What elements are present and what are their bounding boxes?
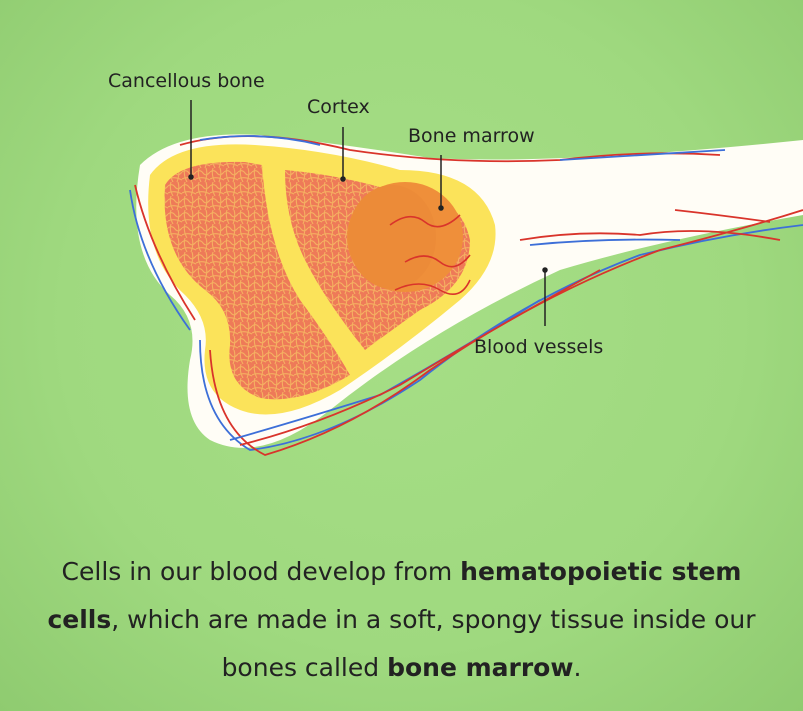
label-bone-marrow: Bone marrow xyxy=(408,125,535,147)
blood-vessels xyxy=(129,135,803,456)
label-cancellous-bone: Cancellous bone xyxy=(108,70,265,92)
caption-text: Cells in our blood develop from xyxy=(61,557,461,586)
bone-marrow-shade xyxy=(348,185,436,289)
label-leaders xyxy=(188,100,548,326)
cancellous-bone xyxy=(164,161,350,400)
caption: Cells in our blood develop from hematopo… xyxy=(40,548,763,692)
caption-term-stem-cells: hematopoietic stem cells xyxy=(47,557,742,634)
caption-text: . xyxy=(573,653,582,682)
caption-text: , which are made in a soft, spongy tissu… xyxy=(111,605,756,682)
label-cortex: Cortex xyxy=(307,96,370,118)
label-blood-vessels: Blood vessels xyxy=(474,336,604,358)
marrow-vessels xyxy=(389,214,471,296)
caption-term-bone-marrow: bone marrow xyxy=(387,653,574,682)
